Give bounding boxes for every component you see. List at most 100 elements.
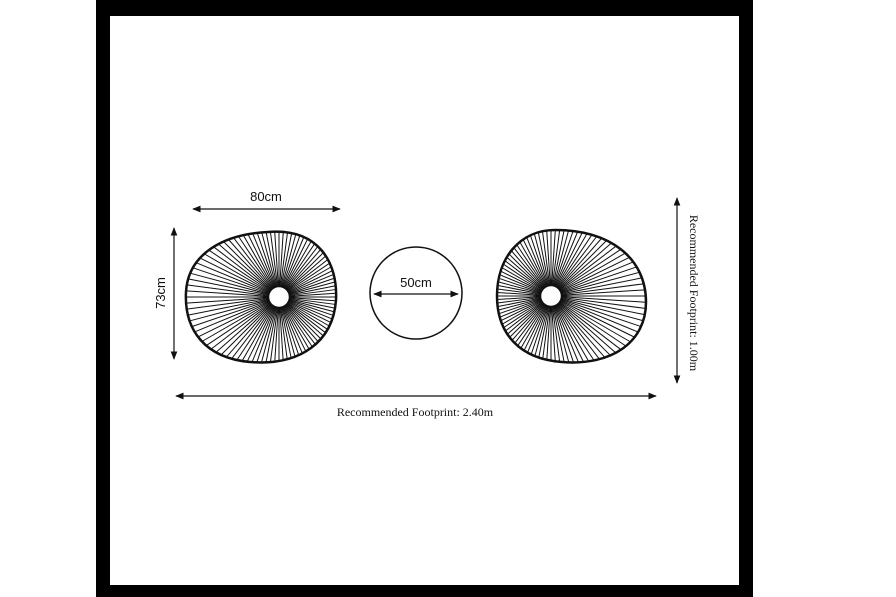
chair-spoke: [507, 257, 544, 290]
chair-spoke: [554, 306, 574, 363]
chair-spoke: [289, 298, 336, 309]
chair-spoke: [560, 257, 630, 292]
chair-spoke: [497, 296, 541, 304]
chair-spoke: [223, 241, 272, 290]
chair-depth-label: 73cm: [153, 277, 168, 309]
chair-left-spokes: [186, 232, 336, 363]
chair-spoke: [557, 304, 600, 359]
chair-spoke: [261, 307, 277, 362]
chair-spoke: [288, 270, 333, 293]
chair-spoke: [498, 277, 541, 293]
chair-spoke: [524, 305, 547, 351]
chair-spoke: [504, 301, 543, 328]
chair-spoke: [199, 257, 270, 293]
chair-spoke: [552, 230, 565, 286]
chair-right-spokes: [497, 230, 646, 363]
chair-spoke: [280, 307, 292, 358]
chair-spoke: [256, 233, 276, 287]
chair-spoke: [561, 299, 642, 328]
chair-left-outline: [184, 230, 338, 364]
chair-spoke: [265, 307, 278, 362]
chair-spoke: [505, 302, 543, 332]
chair-spoke: [554, 232, 578, 287]
chair-spoke: [204, 253, 270, 292]
chair-spoke: [555, 305, 584, 362]
chair-spoke: [192, 300, 269, 327]
chair-right: [495, 228, 648, 364]
chair-spoke: [246, 306, 275, 362]
chair-spoke: [554, 305, 579, 362]
chair-spoke: [551, 306, 556, 361]
chair-spoke: [497, 291, 541, 296]
chair-spoke: [286, 304, 322, 340]
chair-spoke: [497, 288, 541, 296]
chair-spoke: [557, 238, 602, 289]
chair-spoke: [546, 231, 551, 286]
chair-spoke: [561, 283, 644, 296]
chair-spoke: [252, 233, 276, 288]
chair-spoke: [286, 303, 323, 336]
chair-spoke: [285, 246, 318, 289]
chair-spoke: [556, 235, 592, 288]
chair-spoke: [265, 232, 278, 287]
chair-spoke: [279, 307, 288, 359]
chair-spoke: [511, 250, 545, 289]
chair-width-label: 80cm: [250, 189, 282, 204]
chair-spoke: [289, 281, 336, 295]
chair-spoke: [527, 305, 548, 353]
chair-spoke: [213, 246, 271, 291]
chair-spoke: [534, 306, 549, 357]
chair-spoke: [279, 307, 284, 360]
chair-spoke: [190, 272, 269, 295]
chair-spoke: [560, 299, 639, 333]
chair-spoke: [498, 281, 541, 294]
chair-spoke: [231, 305, 273, 359]
chair-spoke: [196, 262, 270, 294]
chair-spoke: [553, 231, 569, 286]
chair-spoke: [193, 267, 269, 294]
chair-left: [184, 230, 338, 364]
chair-spoke: [289, 297, 336, 305]
chair-spoke: [187, 284, 269, 297]
chair-spoke: [504, 260, 543, 290]
chair-spoke: [198, 301, 270, 338]
chair-spoke: [283, 239, 308, 288]
chair-spoke: [514, 248, 545, 288]
chair-spoke: [497, 296, 541, 301]
chair-spoke: [551, 230, 561, 286]
chair-spoke: [497, 284, 541, 295]
chair-spoke: [558, 242, 612, 290]
chair-spoke: [282, 307, 300, 355]
chair-spoke: [242, 306, 274, 361]
chair-spoke: [289, 292, 336, 297]
chair-spoke: [281, 307, 296, 357]
chair-spoke: [206, 302, 271, 346]
chair-spoke: [551, 230, 556, 286]
chair-spoke: [288, 300, 332, 320]
chair-spoke: [560, 253, 625, 291]
chair-spoke: [533, 234, 549, 286]
chair-spoke: [512, 303, 545, 340]
chair-spoke: [288, 301, 331, 323]
chair-spoke: [499, 299, 542, 318]
chair-spoke: [211, 303, 271, 350]
chair-spoke: [285, 249, 321, 290]
table-diameter-label: 50cm: [400, 275, 432, 290]
chair-spoke: [502, 267, 542, 291]
chair-spoke: [190, 299, 269, 322]
chair-spoke: [546, 306, 551, 359]
chair-spoke: [556, 304, 595, 361]
chair-spoke: [247, 233, 275, 288]
chair-spoke: [560, 301, 631, 342]
chair-spoke: [497, 297, 541, 308]
chair-spoke: [557, 236, 598, 288]
chair-spoke: [208, 249, 271, 292]
chair-spoke: [243, 235, 274, 288]
chair-spoke: [561, 298, 643, 322]
chair-spoke: [287, 303, 326, 333]
chair-spoke: [218, 243, 272, 291]
chair-spoke: [519, 242, 546, 287]
chair-spoke: [517, 304, 546, 346]
side-table: [369, 246, 463, 340]
